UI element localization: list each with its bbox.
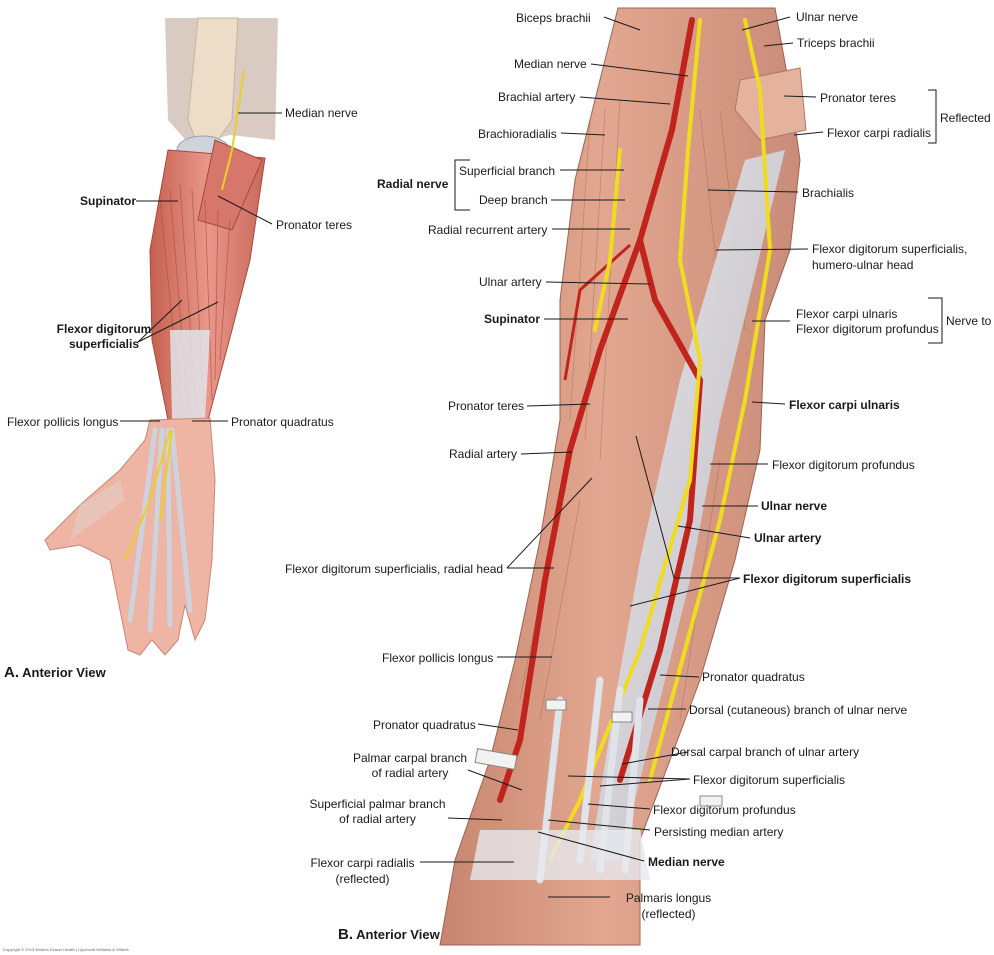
label-median-nerve-bold: Median nerve: [648, 855, 725, 869]
label-pq-r: Pronator quadratus: [702, 670, 805, 684]
label-radial-nerve: Radial nerve: [377, 177, 449, 191]
label-dorsal-carpal: Dorsal carpal branch of ulnar artery: [671, 745, 860, 759]
label-persisting-median: Persisting median artery: [654, 825, 784, 839]
label-fdp-mid: Flexor digitorum profundus: [772, 458, 915, 472]
retractor-4: [699, 795, 723, 807]
panel-a-title: A. Anterior View: [4, 664, 106, 681]
wrist-band-b: [470, 830, 650, 880]
retractor-1: [474, 748, 518, 770]
label-ulnar-nerve-top: Ulnar nerve: [796, 10, 859, 24]
label-median-nerve-top: Median nerve: [514, 57, 587, 71]
label-supinator-b: Supinator: [484, 312, 540, 326]
label-fdp-small: Flexor digitorum profundus: [653, 803, 796, 817]
label-superficial-palmar-2: of radial artery: [339, 812, 416, 826]
label-fds-a-line2: superficialis: [68, 337, 140, 351]
label-fpl-b: Flexor pollicis longus: [382, 651, 494, 665]
leader-lines: [120, 16, 943, 898]
label-palmar-carpal-1: Palmar carpal branch: [352, 751, 468, 765]
tendons-a: [170, 330, 210, 420]
panel-b-letter: B.: [338, 926, 353, 943]
label-pronator-teres-a: Pronator teres: [276, 218, 353, 232]
label-pronator-teres-l: Pronator teres: [448, 399, 525, 413]
panel-b-title: B. Anterior View: [338, 926, 440, 943]
label-ulnar-artery-top: Ulnar artery: [479, 275, 542, 289]
median-nerve-a-path: [124, 69, 245, 561]
thumb: [70, 480, 125, 540]
label-triceps-brachii: Triceps brachii: [797, 36, 875, 50]
label-biceps-brachii: Biceps brachii: [516, 11, 591, 25]
label-fpl-a: Flexor pollicis longus: [7, 415, 119, 429]
label-pq-a: Pronator quadratus: [231, 415, 334, 429]
label-fds-small: Flexor digitorum superficialis: [693, 773, 846, 787]
label-nerve-to: Nerve to: [946, 314, 992, 328]
reflected-muscles-b: [734, 67, 807, 141]
label-superficial-palmar-1: Superficial palmar branch: [309, 797, 446, 811]
label-brachioradialis: Brachioradialis: [478, 127, 557, 141]
label-fcu-bold: Flexor carpi ulnaris: [789, 398, 900, 412]
retractor-2: [545, 699, 567, 711]
label-fdp-r: Flexor digitorum profundus: [796, 322, 939, 336]
label-pronator-teres-r: Pronator teres: [820, 91, 897, 105]
panel-a-letter: A.: [4, 664, 19, 681]
pronator-teres-a: [197, 139, 263, 231]
label-reflected: Reflected: [940, 111, 991, 125]
panel-a-view: Anterior View: [22, 665, 106, 680]
label-palmaris-2: (reflected): [641, 907, 696, 921]
label-fds-hu-2: humero-ulnar head: [812, 258, 914, 272]
panel-b-view: Anterior View: [356, 927, 440, 942]
label-median-nerve-a: Median nerve: [285, 106, 358, 120]
label-palmar-carpal-2: of radial artery: [371, 766, 449, 780]
label-fds-bold: Flexor digitorum superficialis: [743, 572, 912, 586]
label-fds-a-line1: Flexor digitorum: [56, 322, 152, 336]
label-radial-artery: Radial artery: [449, 447, 518, 461]
label-fcr-r: Flexor carpi radialis: [827, 126, 932, 140]
copyright-notice: Copyright © 2013 Wolters Kluwer Health |…: [3, 947, 129, 952]
label-superficial-branch: Superficial branch: [459, 164, 556, 178]
label-ulnar-nerve: Ulnar nerve: [761, 499, 828, 513]
forearm-b: [439, 7, 801, 946]
label-supinator-a: Supinator: [80, 194, 136, 208]
label-pq-l: Pronator quadratus: [373, 718, 476, 732]
label-dorsal-cut-branch: Dorsal (cutaneous) branch of ulnar nerve: [689, 703, 908, 717]
label-fcr-l-2: (reflected): [335, 872, 390, 886]
label-fds-radial-head: Flexor digitorum superficialis, radial h…: [285, 562, 504, 576]
panel-a-illustration: [44, 17, 278, 656]
label-ulnar-artery: Ulnar artery: [754, 531, 822, 545]
hand-a: [44, 417, 216, 656]
label-palmaris-1: Palmaris longus: [625, 891, 712, 905]
label-fcu-r: Flexor carpi ulnaris: [796, 307, 898, 321]
retractor-3: [611, 711, 633, 723]
radial-recurrent-artery-b: [563, 243, 632, 381]
label-radial-recurrent-artery: Radial recurrent artery: [428, 223, 548, 237]
label-brachial-artery: Brachial artery: [498, 90, 576, 104]
label-deep-branch: Deep branch: [479, 193, 548, 207]
label-fds-hu-1: Flexor digitorum superficialis,: [812, 242, 968, 256]
label-fcr-l-1: Flexor carpi radialis: [310, 856, 415, 870]
label-brachialis: Brachialis: [802, 186, 855, 200]
aponeurosis-b: [590, 150, 785, 860]
